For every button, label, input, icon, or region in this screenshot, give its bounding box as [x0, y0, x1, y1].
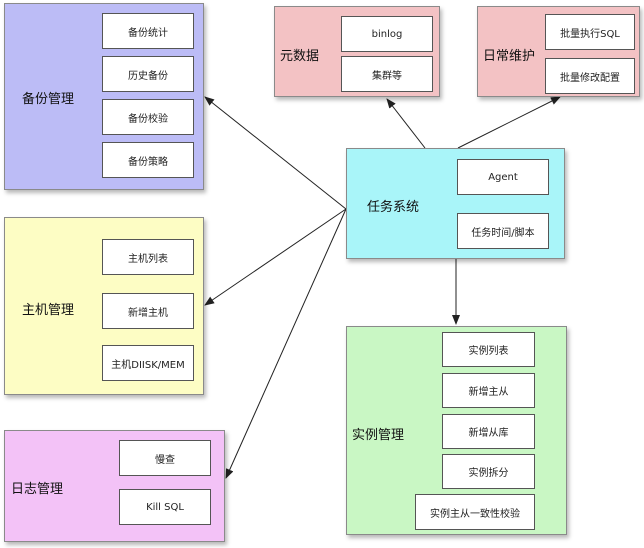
arrow-to-host	[204, 208, 347, 306]
add-replica-item[interactable]: 新增从库	[442, 414, 535, 449]
backup-management-title: 备份管理	[22, 92, 75, 107]
backup-management-group: 备份管理 备份统计 历史备份 备份校验 备份策略	[4, 3, 204, 190]
agent-item[interactable]: Agent	[457, 159, 549, 195]
add-master-slave-item[interactable]: 新增主从	[442, 373, 535, 408]
task-system-title: 任务系统	[367, 200, 420, 215]
host-management-title: 主机管理	[22, 303, 75, 318]
host-list-item[interactable]: 主机列表	[102, 239, 194, 275]
instance-management-group: 实例管理 实例列表 新增主从 新增从库 实例拆分 实例主从一致性校验	[346, 326, 567, 535]
arrow-to-metadata	[386, 98, 426, 149]
metadata-title: 元数据	[280, 49, 320, 64]
host-disk-mem-item[interactable]: 主机DIISK/MEM	[102, 345, 194, 381]
consistency-check-item[interactable]: 实例主从一致性校验	[415, 494, 535, 530]
arrow-to-maintenance	[457, 96, 561, 149]
kill-sql-item[interactable]: Kill SQL	[119, 489, 211, 525]
log-management-group: 日志管理 慢查 Kill SQL	[4, 430, 225, 542]
backup-stats-item[interactable]: 备份统计	[102, 13, 194, 49]
backup-policy-item[interactable]: 备份策略	[102, 142, 194, 178]
instance-management-title: 实例管理	[352, 428, 405, 443]
arrow-to-log	[225, 208, 347, 479]
batch-sql-item[interactable]: 批量执行SQL	[545, 14, 635, 50]
cluster-item[interactable]: 集群等	[341, 56, 433, 92]
daily-maintenance-group: 日常维护 批量执行SQL 批量修改配置	[477, 6, 640, 97]
slow-query-item[interactable]: 慢查	[119, 440, 211, 476]
backup-verify-item[interactable]: 备份校验	[102, 99, 194, 135]
instance-list-item[interactable]: 实例列表	[442, 332, 535, 367]
task-time-script-item[interactable]: 任务时间/脚本	[457, 213, 549, 249]
metadata-group: 元数据 binlog 集群等	[274, 6, 440, 97]
add-host-item[interactable]: 新增主机	[102, 293, 194, 329]
daily-maintenance-title: 日常维护	[483, 49, 536, 64]
task-system-group: 任务系统 Agent 任务时间/脚本	[346, 148, 565, 259]
log-management-title: 日志管理	[11, 482, 64, 497]
backup-history-item[interactable]: 历史备份	[102, 56, 194, 92]
host-management-group: 主机管理 主机列表 新增主机 主机DIISK/MEM	[4, 217, 204, 395]
arrow-to-backup	[204, 96, 347, 210]
binlog-item[interactable]: binlog	[341, 16, 433, 52]
instance-split-item[interactable]: 实例拆分	[442, 454, 535, 489]
batch-config-item[interactable]: 批量修改配置	[545, 58, 635, 94]
